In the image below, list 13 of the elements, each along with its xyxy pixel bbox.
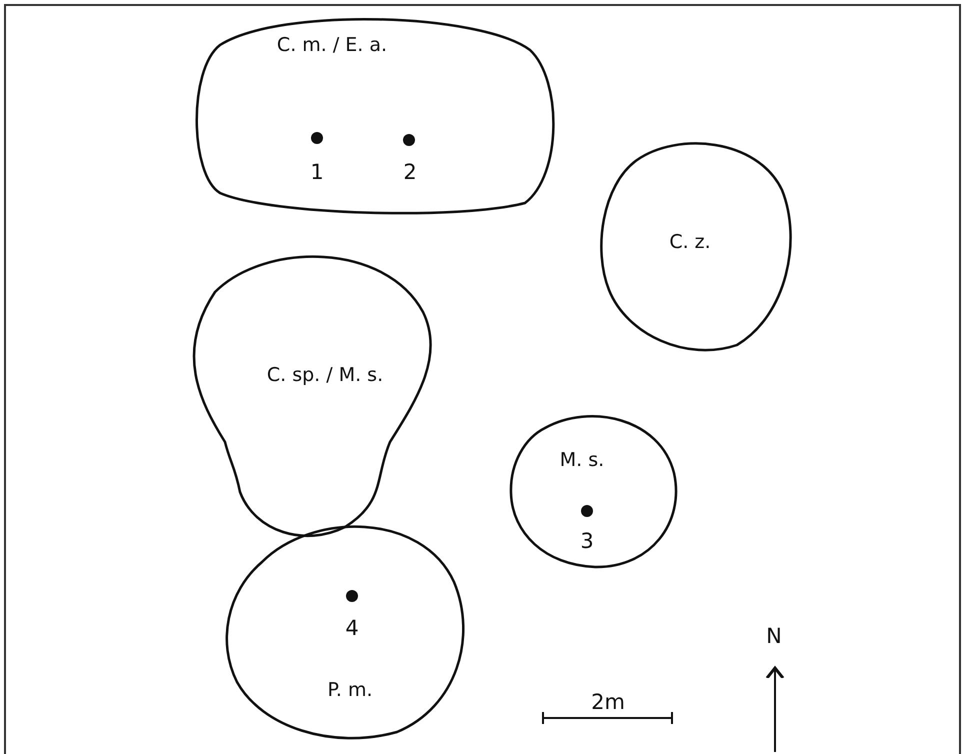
- patch-label: P. m.: [327, 679, 373, 701]
- patch-label: C. z.: [669, 231, 711, 253]
- point-number: 3: [580, 529, 594, 553]
- north-label: N: [766, 624, 782, 648]
- patch-label: C. sp. / M. s.: [266, 364, 384, 386]
- scale-label: 2m: [591, 690, 625, 714]
- patch-label: M. s.: [560, 449, 604, 471]
- point-number: 1: [310, 160, 324, 184]
- vegetation-patch: [510, 413, 678, 568]
- point-number: 4: [345, 616, 359, 640]
- vegetation-patch: [597, 140, 795, 350]
- point-number: 2: [403, 160, 417, 184]
- patch-label: C. m. / E. a.: [276, 34, 388, 56]
